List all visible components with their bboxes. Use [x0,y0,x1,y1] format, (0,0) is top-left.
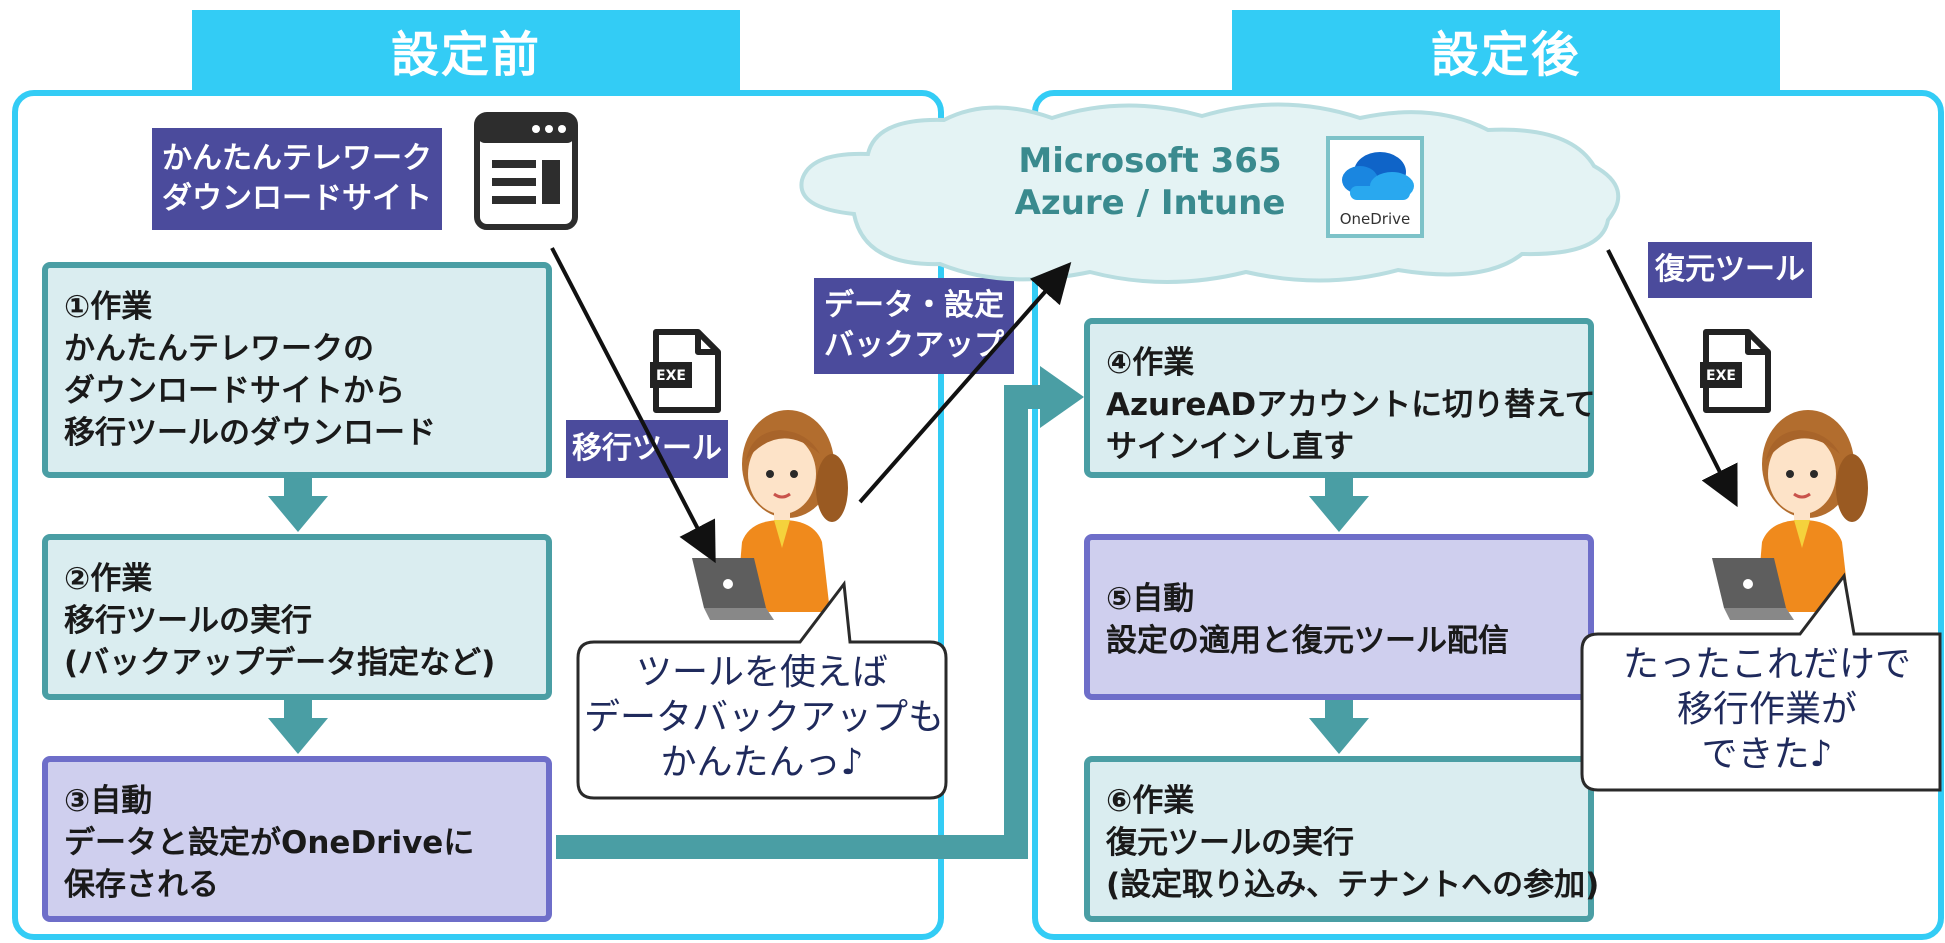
step-1-title: ①作業 [64,289,153,325]
speech-bubble-right-shape [1580,572,1942,792]
backup-label-line2: バックアップ [824,328,1004,363]
before-header: 設定前 [192,10,740,90]
download-site-label-line2: ダウンロードサイト [162,181,432,216]
bubble-right-line1: たったこれだけで [1622,644,1911,685]
step-1-line2: ダウンロードサイトから [64,373,405,409]
onedrive-cloud-icon [1342,152,1414,200]
speech-bubble-left-text: ツールを使えば データバックアップも かんたんっ♪ [584,650,945,785]
woman-laptop-illustration-right [1712,410,1868,620]
step-6-line2: (設定取り込み、テナントへの参加) [1106,867,1600,903]
step-2-line2: (バックアップデータ指定など) [64,645,496,681]
cloud-line-azure-intune: Azure / Intune [1014,183,1286,223]
step-2-box: ②作業 移行ツールの実行 (バックアップデータ指定など) [42,534,552,700]
step-4-line2: サインインし直す [1106,429,1354,465]
step-1-line1: かんたんテレワークの [64,331,374,367]
step-6-box: ⑥作業 復元ツールの実行 (設定取り込み、テナントへの参加) [1084,756,1600,922]
bubble-left-line1: ツールを使えば [635,652,888,693]
restore-tool-label: 復元ツール [1648,242,1812,298]
down-arrow-step4-to-5 [1309,478,1369,532]
step-1-line3: 移行ツールのダウンロード [64,415,436,451]
step-2-line1: 移行ツールの実行 [64,603,312,639]
down-arrow-step1-to-2 [268,478,328,532]
step-3-line1: データと設定がOneDriveに [64,825,475,861]
down-arrow-step2-to-3 [268,700,328,754]
data-backup-label: データ・設定 バックアップ [814,278,1014,374]
step-5-title: ⑤自動 [1106,581,1195,617]
exe-icon-text: EXE [656,368,686,384]
speech-bubble-right-text: たったこれだけで 移行作業が できた♪ [1592,642,1942,777]
after-header: 設定後 [1232,10,1780,90]
step-1-box: ①作業 かんたんテレワークの ダウンロードサイトから 移行ツールのダウンロード [42,262,552,478]
step-3-box: ③自動 データと設定がOneDriveに 保存される [42,756,552,922]
bubble-right-line2: 移行作業が [1676,689,1857,730]
step-6-title: ⑥作業 [1106,783,1195,819]
backup-label-line1: データ・設定 [824,288,1004,323]
browser-window-icon [474,112,578,230]
step-3-title: ③自動 [64,783,153,819]
step-6-line1: 復元ツールの実行 [1106,825,1354,861]
bubble-right-line3: できた♪ [1701,734,1833,775]
down-arrow-step5-to-6 [1309,700,1369,754]
exe-icon-text-right: EXE [1706,368,1736,384]
step-4-line1: AzureADアカウントに切り替えて [1106,387,1596,423]
cloud-services-text: Microsoft 365 Azure / Intune [1000,140,1300,224]
step-3-line2: 保存される [64,867,219,903]
download-site-label-line1: かんたんテレワーク [162,141,432,176]
bubble-left-line3: かんたんっ♪ [660,742,864,783]
cloud-line-microsoft365: Microsoft 365 [1018,141,1282,181]
step-5-line1: 設定の適用と復元ツール配信 [1106,623,1509,659]
bubble-left-line2: データバックアップも [584,697,945,738]
step-5-box: ⑤自動 設定の適用と復元ツール配信 [1084,534,1594,700]
onedrive-label: OneDrive [1339,210,1411,228]
step-4-title: ④作業 [1106,345,1195,381]
step-2-title: ②作業 [64,561,153,597]
download-site-label: かんたんテレワーク ダウンロードサイト [152,128,442,230]
step-4-box: ④作業 AzureADアカウントに切り替えて サインインし直す [1084,318,1596,478]
onedrive-logo: OneDrive [1326,136,1424,238]
